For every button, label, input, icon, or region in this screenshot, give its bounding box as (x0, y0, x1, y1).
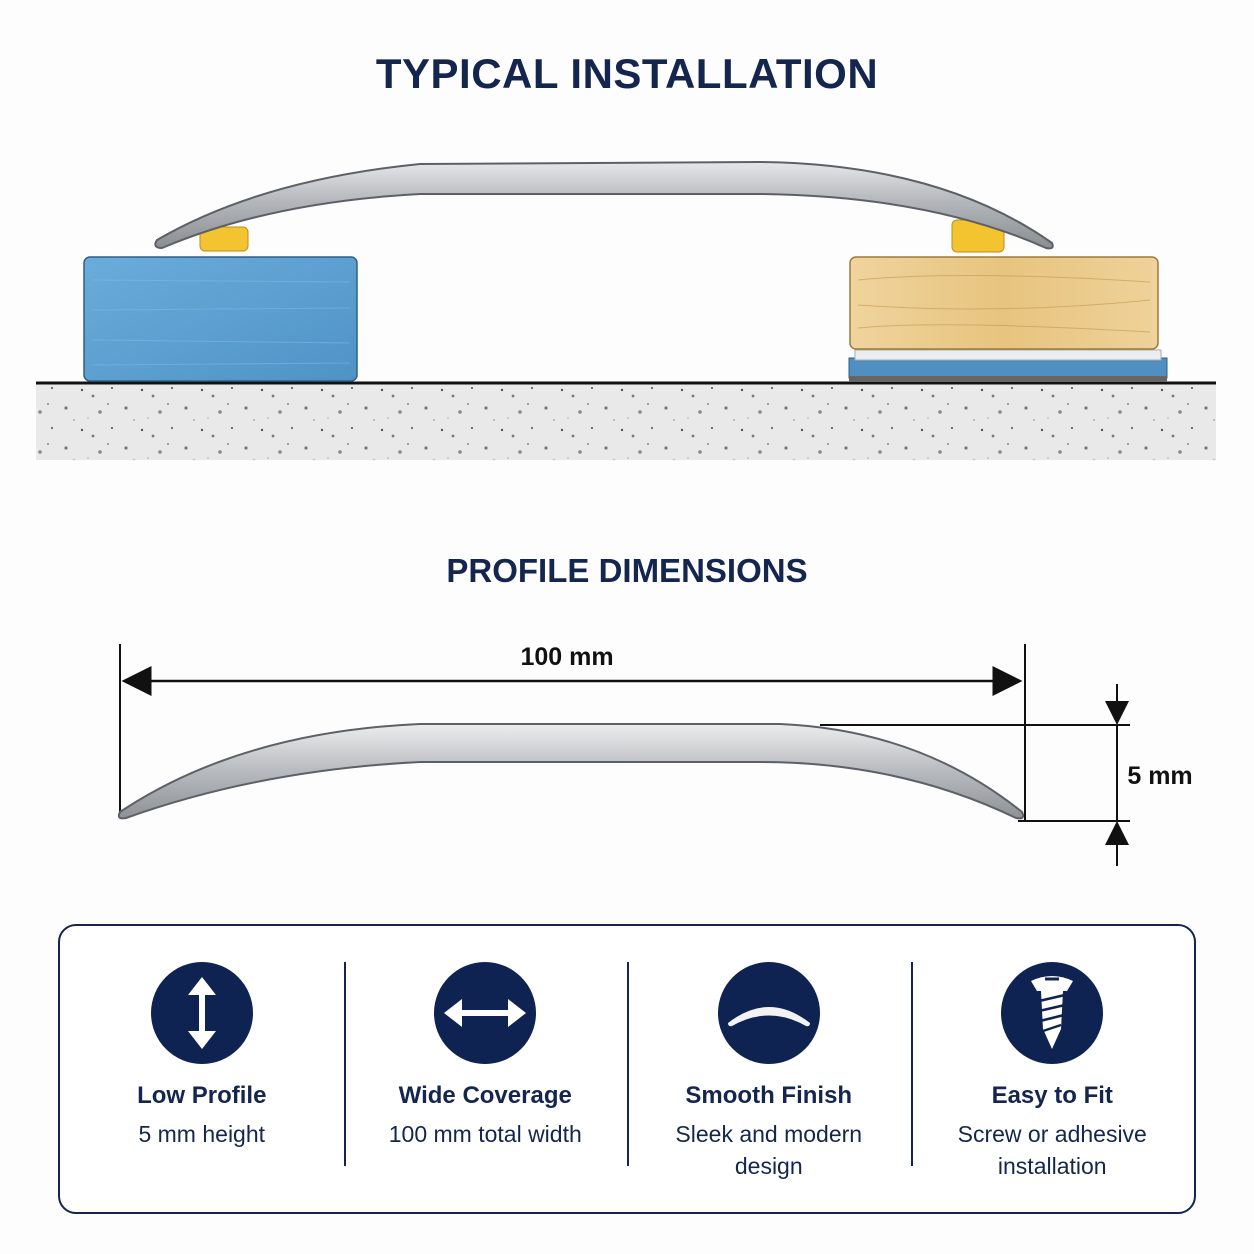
feature-title: Low Profile (137, 1082, 267, 1109)
adhesive-pad-left (199, 226, 249, 252)
feature-title: Smooth Finish (685, 1082, 853, 1109)
threshold-strip (154, 160, 1054, 250)
feature-smooth-finish: Smooth Finish Sleek and modern design (627, 926, 911, 1212)
underlay-base (849, 376, 1167, 382)
tile-floor-block (83, 256, 358, 382)
feature-title: Easy to Fit (991, 1082, 1113, 1109)
installation-diagram (36, 160, 1216, 460)
feature-description: 100 mm total width (388, 1121, 582, 1147)
profile-diagram: 100 mm 5 mm (117, 643, 1193, 866)
features-panel: Low Profile 5 mm height Wide Coverage 10… (58, 924, 1196, 1214)
vertical-arrows-icon (150, 962, 253, 1064)
feature-description: 5 mm height (138, 1121, 266, 1147)
feature-wide-coverage: Wide Coverage 100 mm total width (343, 926, 628, 1212)
screw-icon (1001, 962, 1104, 1064)
underlay-layer (848, 357, 1168, 379)
feature-description: Sleek and modern design (675, 1121, 863, 1179)
profile-title: PROFILE DIMENSIONS (446, 552, 808, 589)
installation-title: TYPICAL INSTALLATION (375, 50, 879, 97)
height-label: 5 mm (1127, 762, 1192, 790)
foam-layer (854, 349, 1162, 361)
feature-low-profile: Low Profile 5 mm height (60, 926, 344, 1212)
horizontal-arrows-icon (434, 962, 537, 1064)
curved-strip-icon (717, 962, 820, 1064)
feature-title: Wide Coverage (398, 1082, 572, 1109)
width-label: 100 mm (520, 643, 613, 671)
feature-easy-to-fit: Easy to Fit Screw or adhesive installati… (910, 926, 1195, 1212)
concrete-subfloor (36, 384, 1216, 460)
feature-description: Screw or adhesive installation (957, 1121, 1147, 1179)
wood-floor-block (849, 256, 1159, 350)
profile-strip (117, 723, 1025, 820)
